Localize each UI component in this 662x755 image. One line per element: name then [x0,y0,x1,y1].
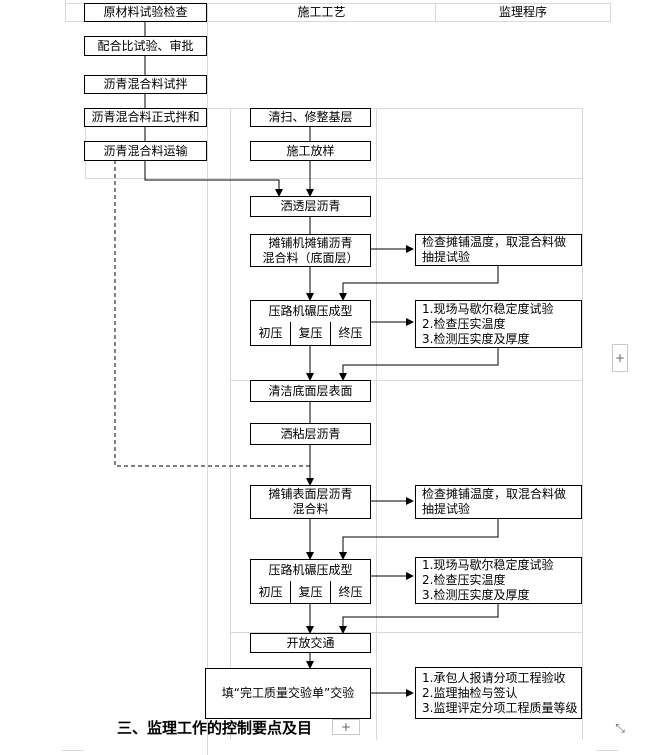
add-row-button[interactable]: + [332,719,360,735]
table-gridline [65,21,611,22]
formal-mixing-label: 沥青混合料正式拌和 [91,110,200,124]
compaction-box-1: 压路机碾压成型 初压 复压 终压 [250,300,371,346]
compaction-title-1: 压路机碾压成型 [268,301,352,322]
compaction-check-box-1: 1.现场马歇尔稳定度试验 2.检查压实温度 3.检测压实度及厚度 [415,300,582,348]
pave-top-line2: 混合料 [292,502,329,516]
trial-mixing-box: 沥青混合料试拌 [84,75,207,94]
final-compaction-step: 终压 [330,581,370,603]
table-gridline [65,3,611,4]
intermediate-compaction-step: 复压 [290,581,330,603]
mix-transport-label: 沥青混合料运输 [103,143,188,158]
header-construction-process: 施工工艺 [208,5,435,20]
table-gridline [230,108,231,740]
pave-top-box: 摊铺表面层沥青 混合料 [250,485,371,519]
tack-coat-box: 洒粘层沥青 [250,423,371,445]
pave-bottom-box: 摊铺机摊铺沥青 混合料（底面层） [250,234,371,267]
compaction-check-1-line3: 3.检测压实度及厚度 [422,331,530,346]
table-gridline [207,3,208,755]
layout-box: 施工放样 [250,141,371,161]
header-raw-material-check: 原材料试验检查 [84,3,207,22]
table-gridline [582,108,583,740]
paving-check-box-1: 检查摊铺温度，取混合料做 抽提试验 [415,234,582,266]
compaction-title-1-label: 压路机碾压成型 [268,304,353,318]
header-col2-label: 施工工艺 [297,5,346,19]
compaction-box-2: 压路机碾压成型 初压 复压 终压 [250,559,371,604]
paving-check-2-line2: 抽提试验 [422,502,471,516]
handover-box: 填“完工质量交验单”交验 [205,668,371,719]
table-gridline [596,750,618,751]
section-heading-text: 三、监理工作的控制要点及目 [117,719,313,737]
expand-table-button[interactable]: ⤡ [612,720,628,736]
pave-bottom-line2: 混合料（底面层） [262,250,359,265]
clean-base-label: 清扫、修整基层 [268,110,353,124]
open-traffic-box: 开放交通 [250,633,371,653]
table-gridline [85,178,582,179]
table-gridline [435,3,436,21]
prime-coat-label: 洒透层沥青 [280,199,341,213]
initial-compaction-step: 初压 [258,326,283,340]
pave-bottom-line1: 摊铺机摊铺沥青 [268,235,353,250]
acceptance-line3: 3.监理评定分项工程质量等级 [422,700,578,715]
compaction-steps-1: 初压 复压 终压 [251,322,370,345]
mix-transport-box: 沥青混合料运输 [84,141,207,161]
plus-icon: + [614,351,626,365]
expand-icon: ⤡ [615,720,625,735]
add-column-button[interactable]: + [612,344,628,372]
open-traffic-label: 开放交通 [286,635,335,650]
compaction-check-2-line3: 3.检测压实度及厚度 [422,588,530,602]
table-gridline [230,380,582,381]
paving-check-1-line2: 抽提试验 [422,250,471,264]
paving-check-2-line1: 检查摊铺温度，取混合料做 [422,487,567,501]
prime-coat-box: 洒透层沥青 [250,196,371,217]
table-gridline [65,0,66,21]
mix-design-label: 配合比试验、审批 [97,38,194,53]
trial-mixing-label: 沥青混合料试拌 [103,77,188,91]
handover-label: 填“完工质量交验单”交验 [221,686,355,700]
formal-mixing-box: 沥青混合料正式拌和 [84,108,207,127]
pave-top-line1: 摊铺表面层沥青 [268,487,353,501]
compaction-check-2-line2: 2.检查压实温度 [422,573,506,587]
paving-check-1-line1: 检查摊铺温度，取混合料做 [422,235,567,249]
mix-design-approval-box: 配合比试验、审批 [84,36,207,56]
paving-check-box-2: 检查摊铺温度，取混合料做 抽提试验 [415,485,582,519]
compaction-check-box-2: 1.现场马歇尔稳定度试验 2.检查压实温度 3.检测压实度及厚度 [415,557,582,604]
clean-base-box: 清扫、修整基层 [250,108,371,127]
header-col1-label: 原材料试验检查 [103,5,188,19]
tack-coat-label: 洒粘层沥青 [280,426,341,441]
clean-surface-label: 清洁底面层表面 [268,383,353,398]
table-gridline [610,3,611,21]
table-gridline [230,632,582,633]
layout-label: 施工放样 [286,143,335,158]
initial-compaction-step: 初压 [258,584,283,599]
compaction-title-2-label: 压路机碾压成型 [268,563,353,577]
plus-icon: + [340,720,352,734]
acceptance-line2: 2.监理抽检与签认 [422,685,518,700]
compaction-check-1-line1: 1.现场马歇尔稳定度试验 [422,301,554,316]
table-gridline [62,750,84,751]
clean-surface-box: 清洁底面层表面 [250,380,371,402]
intermediate-compaction-step: 复压 [290,322,330,345]
compaction-title-2: 压路机碾压成型 [268,560,352,581]
final-compaction-step: 终压 [330,322,370,345]
compaction-steps-2: 初压 复压 终压 [251,581,370,603]
header-supervision-procedure: 监理程序 [436,5,610,20]
header-col3-label: 监理程序 [498,5,547,19]
section-heading: 三、监理工作的控制要点及目 [117,717,312,738]
compaction-check-1-line2: 2.检查压实温度 [422,316,506,331]
acceptance-box: 1.承包人报请分项工程验收 2.监理抽检与签认 3.监理评定分项工程质量等级 [415,667,582,719]
acceptance-line1: 1.承包人报请分项工程验收 [422,670,566,685]
table-gridline [376,108,377,740]
compaction-check-2-line1: 1.现场马歇尔稳定度试验 [422,558,554,572]
